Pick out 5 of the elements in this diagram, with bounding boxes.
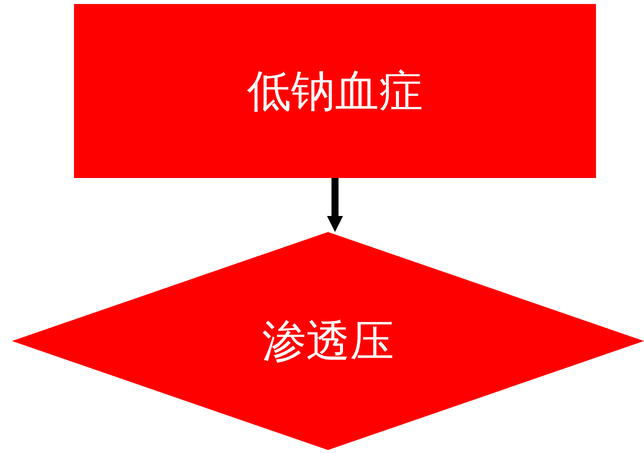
arrow bbox=[327, 178, 343, 232]
decision-diamond bbox=[12, 232, 644, 450]
process-box bbox=[74, 4, 596, 178]
node-label: 渗透压 bbox=[262, 316, 394, 368]
node-label: 低钠血症 bbox=[247, 66, 423, 118]
